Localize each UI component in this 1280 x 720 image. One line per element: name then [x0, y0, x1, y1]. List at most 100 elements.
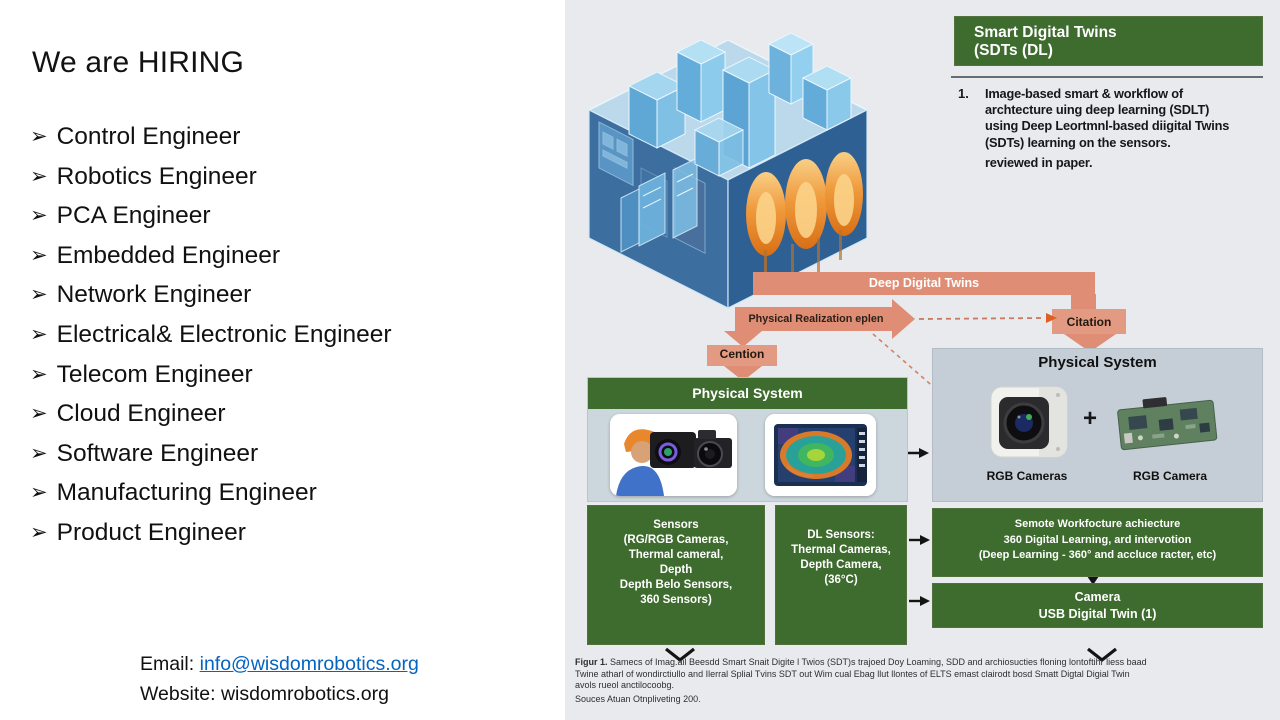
list-item: ➢ Software Engineer [30, 435, 392, 475]
sensors-line: Depth [659, 564, 693, 576]
role-label: Telecom Engineer [56, 360, 253, 388]
list-item: ➢ Product Engineer [30, 514, 392, 554]
camera-operator-illustration [610, 414, 737, 496]
figure-header-line1: Smart Digital Twins [974, 24, 1117, 41]
deep-digital-twins-label: Deep Digital Twins [868, 276, 980, 290]
thermal-image [765, 414, 876, 496]
email-line: Email: info@wisdomrobotics.org [140, 650, 419, 680]
creation-label: Cention [719, 347, 765, 361]
sensors-line: (RG/RGB Cameras, [623, 534, 729, 546]
intro-text: 1. Image-based smart & workflow of archt… [958, 86, 1270, 171]
role-label: Electrical& Electronic Engineer [56, 320, 392, 348]
role-label: PCA Engineer [56, 202, 211, 230]
sensors-line: Thermal cameral, [628, 549, 724, 561]
fire-texture [746, 152, 863, 284]
workflow-line: (Deep Learning - 360° and accluce racter… [978, 549, 1217, 561]
arrow-bullet-icon: ➢ [30, 481, 48, 505]
thermal-scan-illustration [765, 414, 876, 496]
workflow-box: Semote Workfocture achiecture 360 Digita… [932, 508, 1263, 577]
physical-system-right-box: Physical System + [932, 348, 1263, 502]
plus-sign: + [1083, 405, 1098, 432]
caption-line1: Figur 1. Samecs of Imag.ail Beesdd Smart… [575, 657, 1275, 669]
arrow-bullet-icon: ➢ [30, 520, 48, 544]
intro-line: using Deep Leortmnl-based diigital Twins [985, 118, 1230, 134]
arrow-bullet-icon: ➢ [30, 402, 48, 426]
website-value: wisdomrobotics.org [220, 682, 389, 705]
rgb-cameras-label: RGB Cameras [986, 469, 1068, 483]
contact-block: Email: info@wisdomrobotics.org Website: … [140, 650, 419, 709]
city-cube-illustration [587, 32, 869, 309]
roles-list: ➢ Control Engineer ➢ Robotics Engineer ➢ PC… [30, 118, 392, 554]
camera-box-line: Camera [1074, 590, 1121, 604]
sensors-line: Depth Belo Sensors, [619, 579, 733, 591]
role-label: Robotics Engineer [56, 162, 257, 190]
rgb-camera-label: RGB Camera [1132, 469, 1208, 483]
arrow-bullet-icon: ➢ [30, 362, 48, 386]
figure-header-line2: (SDTs (DL) [974, 42, 1053, 59]
list-item: ➢ PCA Engineer [30, 197, 392, 237]
intro-line: (SDTs) learning on the sensors. [985, 134, 1171, 150]
role-label: Embedded Engineer [56, 241, 280, 269]
role-label: Control Engineer [56, 123, 241, 150]
workflow-line: 360 Digital Learning, ard intervotion [1003, 533, 1192, 546]
circuit-board-image [1117, 397, 1218, 451]
physical-system-left-title: Physical System [588, 378, 907, 409]
hiring-panel: We are HIRING ➢ Control Engineer ➢ Robotic… [0, 0, 565, 720]
dl-sensors-line: (36°C) [824, 574, 858, 586]
city-buildings [627, 32, 853, 177]
list-item: ➢ Telecom Engineer [30, 356, 392, 396]
arrow-bullet-icon: ➢ [30, 283, 48, 307]
dl-sensors-line: Thermal Cameras, [791, 544, 891, 556]
figure-caption: Figur 1. Samecs of Imag.ail Beesdd Smart… [575, 657, 1275, 705]
citation-label: Citation [1066, 315, 1112, 329]
role-label: Software Engineer [56, 439, 259, 467]
dl-sensors-line: Depth Camera, [800, 559, 882, 571]
camera-box-line: USB Digital Twin (1) [1038, 607, 1157, 621]
divider-line [951, 76, 1263, 78]
arrow-bullet-icon: ➢ [30, 125, 48, 148]
workflow-line: Semote Workfocture achiecture [1014, 518, 1181, 530]
role-label: Network Engineer [56, 281, 252, 309]
rgb-camera-image [990, 386, 1068, 458]
dl-sensors-line: DL Sensors: [807, 529, 875, 541]
intro-line: archtecture uing deep learning (SDLT) [985, 102, 1210, 118]
sensors-box: Sensors (RG/RGB Cameras, Thermal cameral… [587, 505, 765, 645]
website-line: Website: wisdomrobotics.org [140, 680, 419, 710]
list-item: ➢ Embedded Engineer [30, 237, 392, 277]
list-item: ➢Electrical& Electronic Engineer [30, 316, 392, 356]
caption-source: Souces Atuan Otnpliveting 200. [575, 693, 701, 704]
page-title: We are HIRING [32, 46, 245, 79]
sensors-line: Sensors [653, 519, 699, 531]
list-item: ➢ Control Engineer [30, 118, 392, 158]
arrow-bullet-icon: ➢ [30, 441, 48, 465]
camera-usb-box: Camera USB Digital Twin (1) [932, 583, 1263, 628]
website-label: Website: [140, 682, 221, 705]
list-item: ➢ Manufacturing Engineer [30, 474, 392, 514]
email-link[interactable]: info@wisdomrobotics.org [199, 653, 419, 675]
dl-sensors-box: DL Sensors: Thermal Cameras, Depth Camer… [775, 505, 907, 645]
role-label: Manufacturing Engineer [56, 479, 317, 507]
caption-line2: Twine atharl of wondirctiullo and Ilerra… [575, 668, 1130, 679]
intro-number: 1. [958, 86, 969, 101]
sensors-line: 360 Sensors) [640, 594, 712, 606]
caption-line3: avols rueol anctilocoobg. [575, 680, 675, 690]
physical-realization-label: Physical Realization eplen [748, 313, 884, 325]
email-label: Email: [140, 653, 200, 675]
role-label: Cloud Engineer [56, 400, 226, 428]
arrow-bullet-icon: ➢ [30, 243, 48, 267]
list-item: ➢ Robotics Engineer [30, 158, 392, 198]
list-item: ➢ Cloud Engineer [30, 395, 392, 435]
arrow-bullet-icon: ➢ [30, 164, 48, 188]
caption-text: Samecs of Imag.ail Beesdd Smart Snait Di… [607, 657, 1147, 667]
arrow-bullet-icon: ➢ [30, 204, 48, 228]
caption-label: Figur 1. [575, 657, 608, 667]
rack-prisms [620, 157, 698, 253]
list-item: ➢ Network Engineer [30, 276, 392, 316]
dashed-link-citation [918, 317, 1046, 320]
intro-line: Image-based smart & workflow of [985, 86, 1183, 101]
figure-header: Smart Digital Twins (SDTs (DL) [954, 16, 1263, 66]
camera-operator-image [610, 414, 737, 496]
role-label: Product Engineer [56, 518, 246, 546]
physical-system-right-title: Physical System [1038, 354, 1157, 371]
